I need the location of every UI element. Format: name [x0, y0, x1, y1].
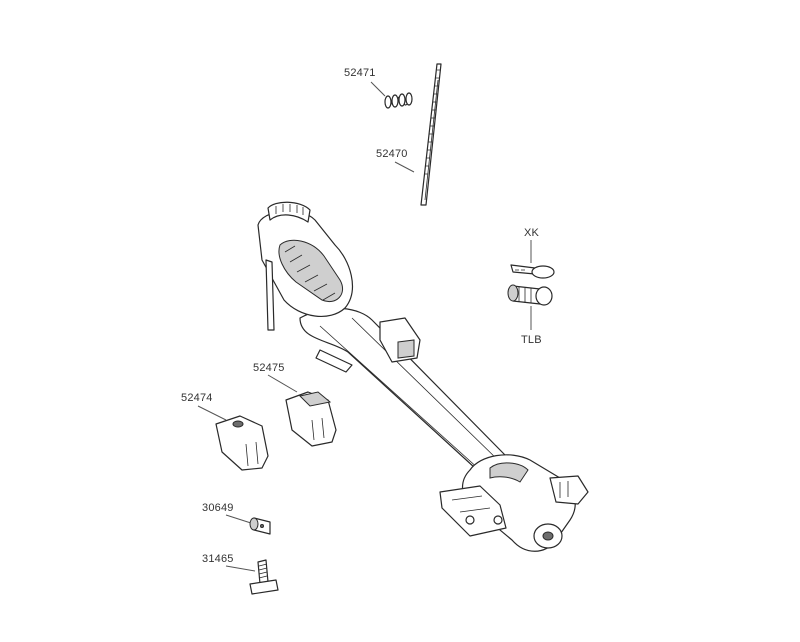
bracket-52474 — [215, 415, 269, 471]
part-label-52475: 52475 — [253, 362, 285, 374]
strap-52470 — [420, 63, 442, 206]
bracket-52475 — [285, 391, 337, 447]
spring-52471 — [384, 92, 413, 109]
part-label-52470: 52470 — [376, 148, 408, 160]
part-label-31465: 31465 — [202, 553, 234, 565]
bike-carrier-body — [257, 201, 589, 552]
lock-cylinder-tlb — [507, 284, 553, 306]
nut-30649 — [249, 517, 271, 535]
key-xk — [510, 264, 555, 279]
part-label-xk: XK — [524, 227, 540, 239]
part-label-52471: 52471 — [344, 67, 376, 79]
bolt-31465 — [249, 559, 279, 595]
part-label-52474: 52474 — [181, 392, 213, 404]
part-label-30649: 30649 — [202, 502, 234, 514]
leader-lines — [197, 81, 532, 572]
part-label-tlb: TLB — [521, 334, 542, 346]
